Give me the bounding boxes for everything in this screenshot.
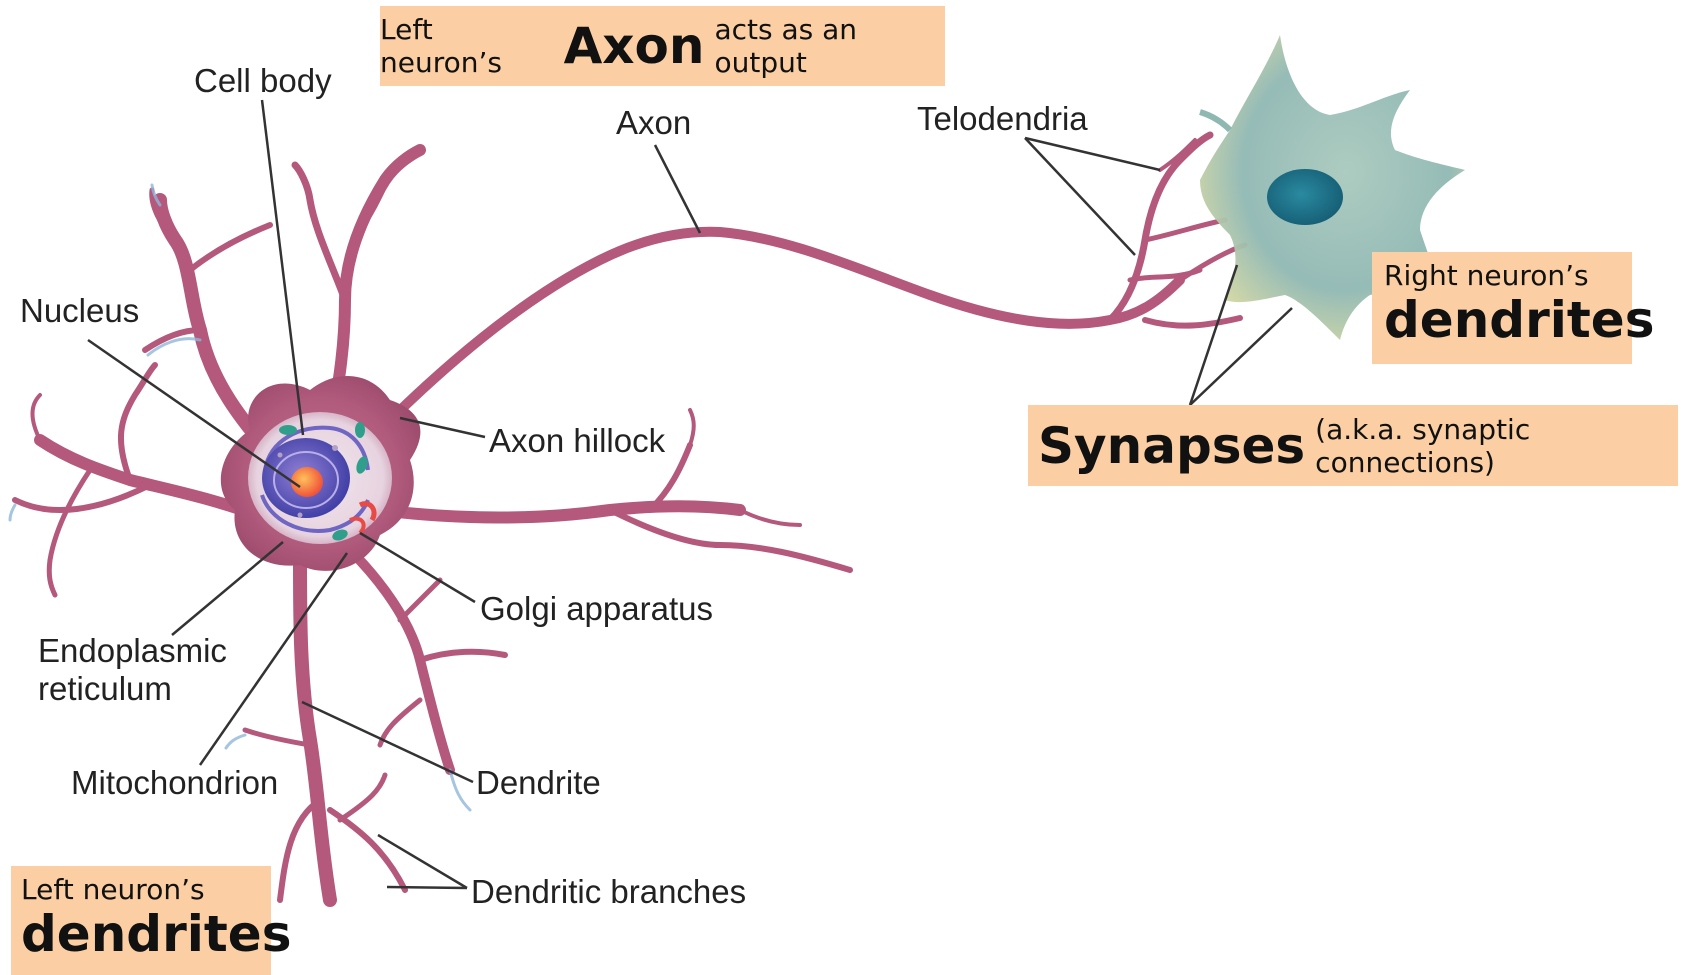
callout-right-line2: dendrites [1384, 292, 1620, 350]
label-nucleus: Nucleus [20, 292, 139, 330]
mitochondrion [279, 425, 297, 435]
callout-axon-suffix: acts as an output [714, 13, 945, 79]
label-cell-body: Cell body [194, 62, 332, 100]
right-nucleus [1267, 169, 1343, 225]
label-axon: Axon [616, 104, 691, 142]
nucleolus [291, 467, 323, 497]
label-telodendria: Telodendria [917, 100, 1088, 138]
label-endoplasmic-reticulum: Endoplasmic reticulum [38, 632, 227, 708]
callout-left-line1: Left neuron’s [21, 874, 261, 906]
label-er-line2: reticulum [38, 670, 227, 708]
callout-right-dendrites: Right neuron’s dendrites [1372, 252, 1632, 364]
label-axon-hillock: Axon hillock [489, 422, 665, 460]
callout-left-line2: dendrites [21, 906, 261, 964]
callout-axon-prefix: Left neuron’s [380, 13, 554, 79]
callout-synapses-suffix: (a.k.a. synaptic connections) [1315, 413, 1678, 479]
label-er-line1: Endoplasmic [38, 632, 227, 670]
callout-synapses: Synapses (a.k.a. synaptic connections) [1028, 405, 1678, 486]
callout-axon-output: Left neuron’s Axon acts as an output [380, 6, 945, 86]
mitochondrion [355, 422, 365, 438]
axon-path [380, 135, 1245, 430]
callout-axon-emphasis: Axon [564, 17, 705, 75]
label-mitochondrion: Mitochondrion [71, 764, 278, 802]
label-golgi-apparatus: Golgi apparatus [480, 590, 713, 628]
callout-right-line1: Right neuron’s [1384, 260, 1620, 292]
label-dendritic-branches: Dendritic branches [471, 873, 746, 911]
callout-left-dendrites: Left neuron’s dendrites [11, 866, 271, 975]
left-cell-body [221, 376, 421, 571]
label-dendrite: Dendrite [476, 764, 601, 802]
callout-synapses-emphasis: Synapses [1038, 417, 1305, 475]
